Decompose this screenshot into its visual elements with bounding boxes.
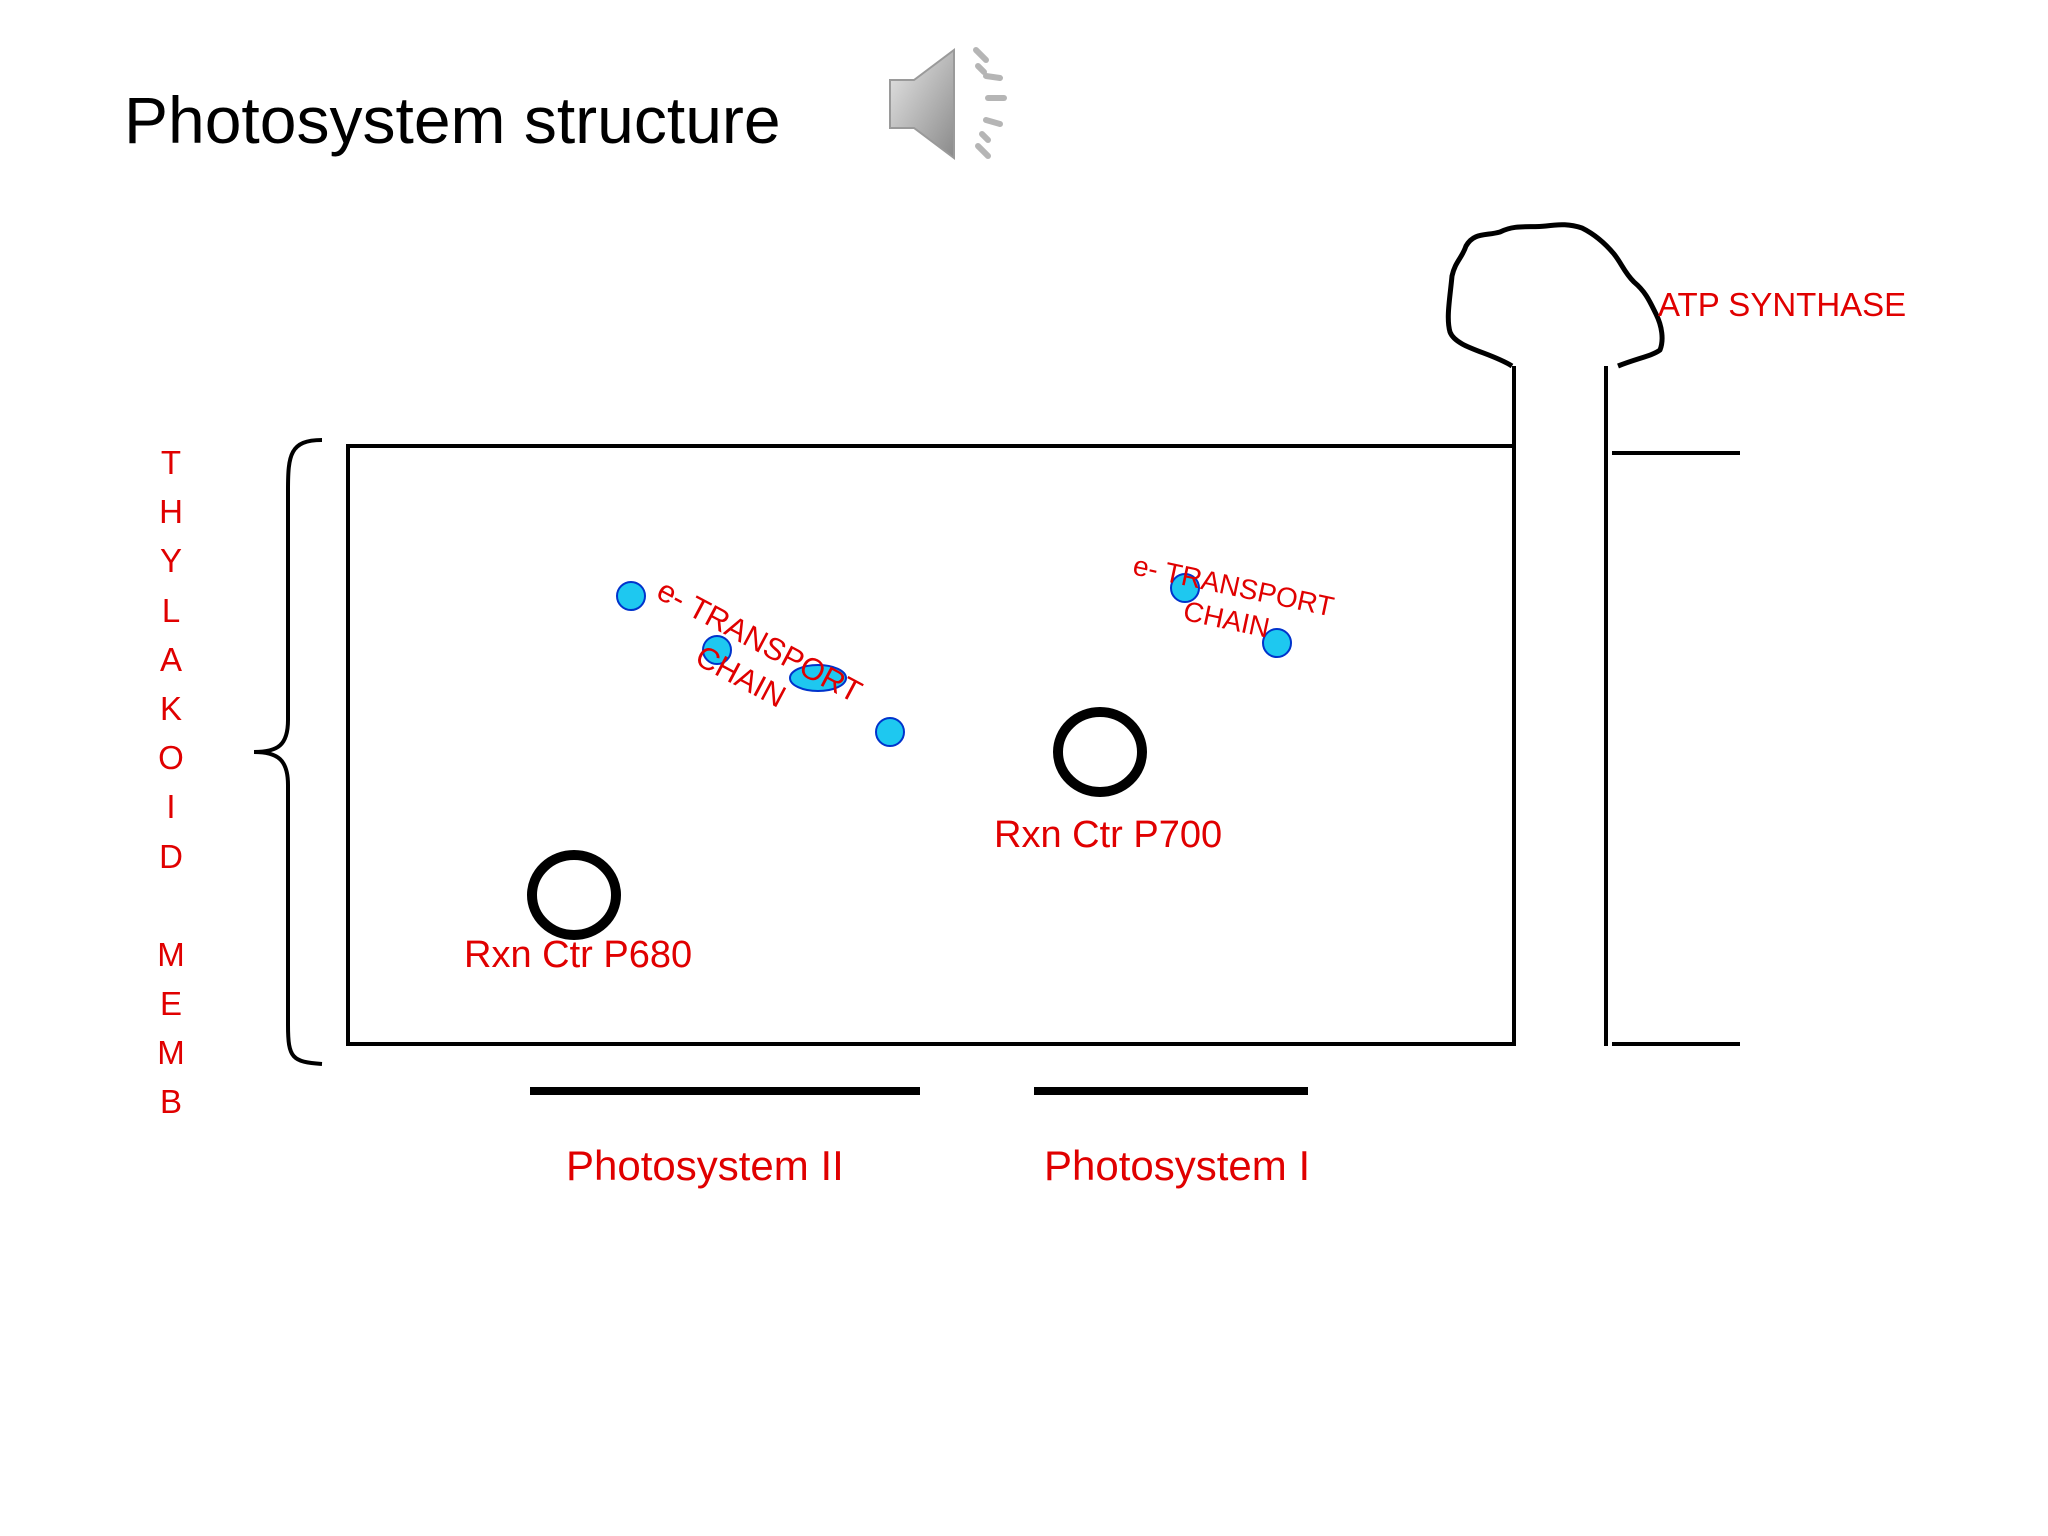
membrane-letter: I	[166, 788, 176, 826]
membrane-letter: E	[159, 985, 182, 1023]
electron-carrier	[616, 581, 646, 611]
membrane-letter: O	[158, 739, 184, 777]
atp-synthase-label: ATP SYNTHASE	[1658, 286, 1907, 323]
membrane-letter: B	[159, 1083, 182, 1121]
photosystem-ii-label: Photosystem II	[566, 1142, 844, 1189]
membrane-letter: K	[159, 689, 182, 727]
electron-carrier	[1262, 628, 1292, 658]
speaker-icon[interactable]	[884, 36, 1024, 181]
thylakoid-membrane-label: T H Y L A K O I D M E M B	[156, 438, 186, 1127]
atp-synthase-head	[1445, 222, 1665, 369]
photosystem-i-label: Photosystem I	[1044, 1142, 1311, 1189]
electron-carrier	[875, 717, 905, 747]
membrane-brace	[253, 438, 323, 1066]
membrane-letter: Y	[159, 542, 182, 580]
membrane-letter: M	[157, 1034, 185, 1072]
reaction-center-p680	[527, 850, 621, 940]
membrane-letter: T	[160, 444, 182, 481]
membrane-letter	[156, 881, 186, 930]
reaction-center-p700	[1053, 707, 1147, 797]
membrane-letter: A	[159, 640, 182, 678]
electron-carrier	[1170, 573, 1200, 603]
slide-title: Photosystem structure	[124, 83, 781, 157]
membrane-letter: L	[161, 591, 181, 629]
membrane-letter: M	[157, 935, 185, 973]
membrane-letter: H	[159, 493, 183, 531]
electron-carrier	[789, 664, 847, 692]
electron-carrier	[702, 635, 732, 665]
membrane-letter: D	[159, 837, 183, 875]
rxn-ctr-p680-label: Rxn Ctr P680	[464, 934, 693, 976]
rxn-ctr-p700-label: Rxn Ctr P700	[994, 814, 1223, 856]
